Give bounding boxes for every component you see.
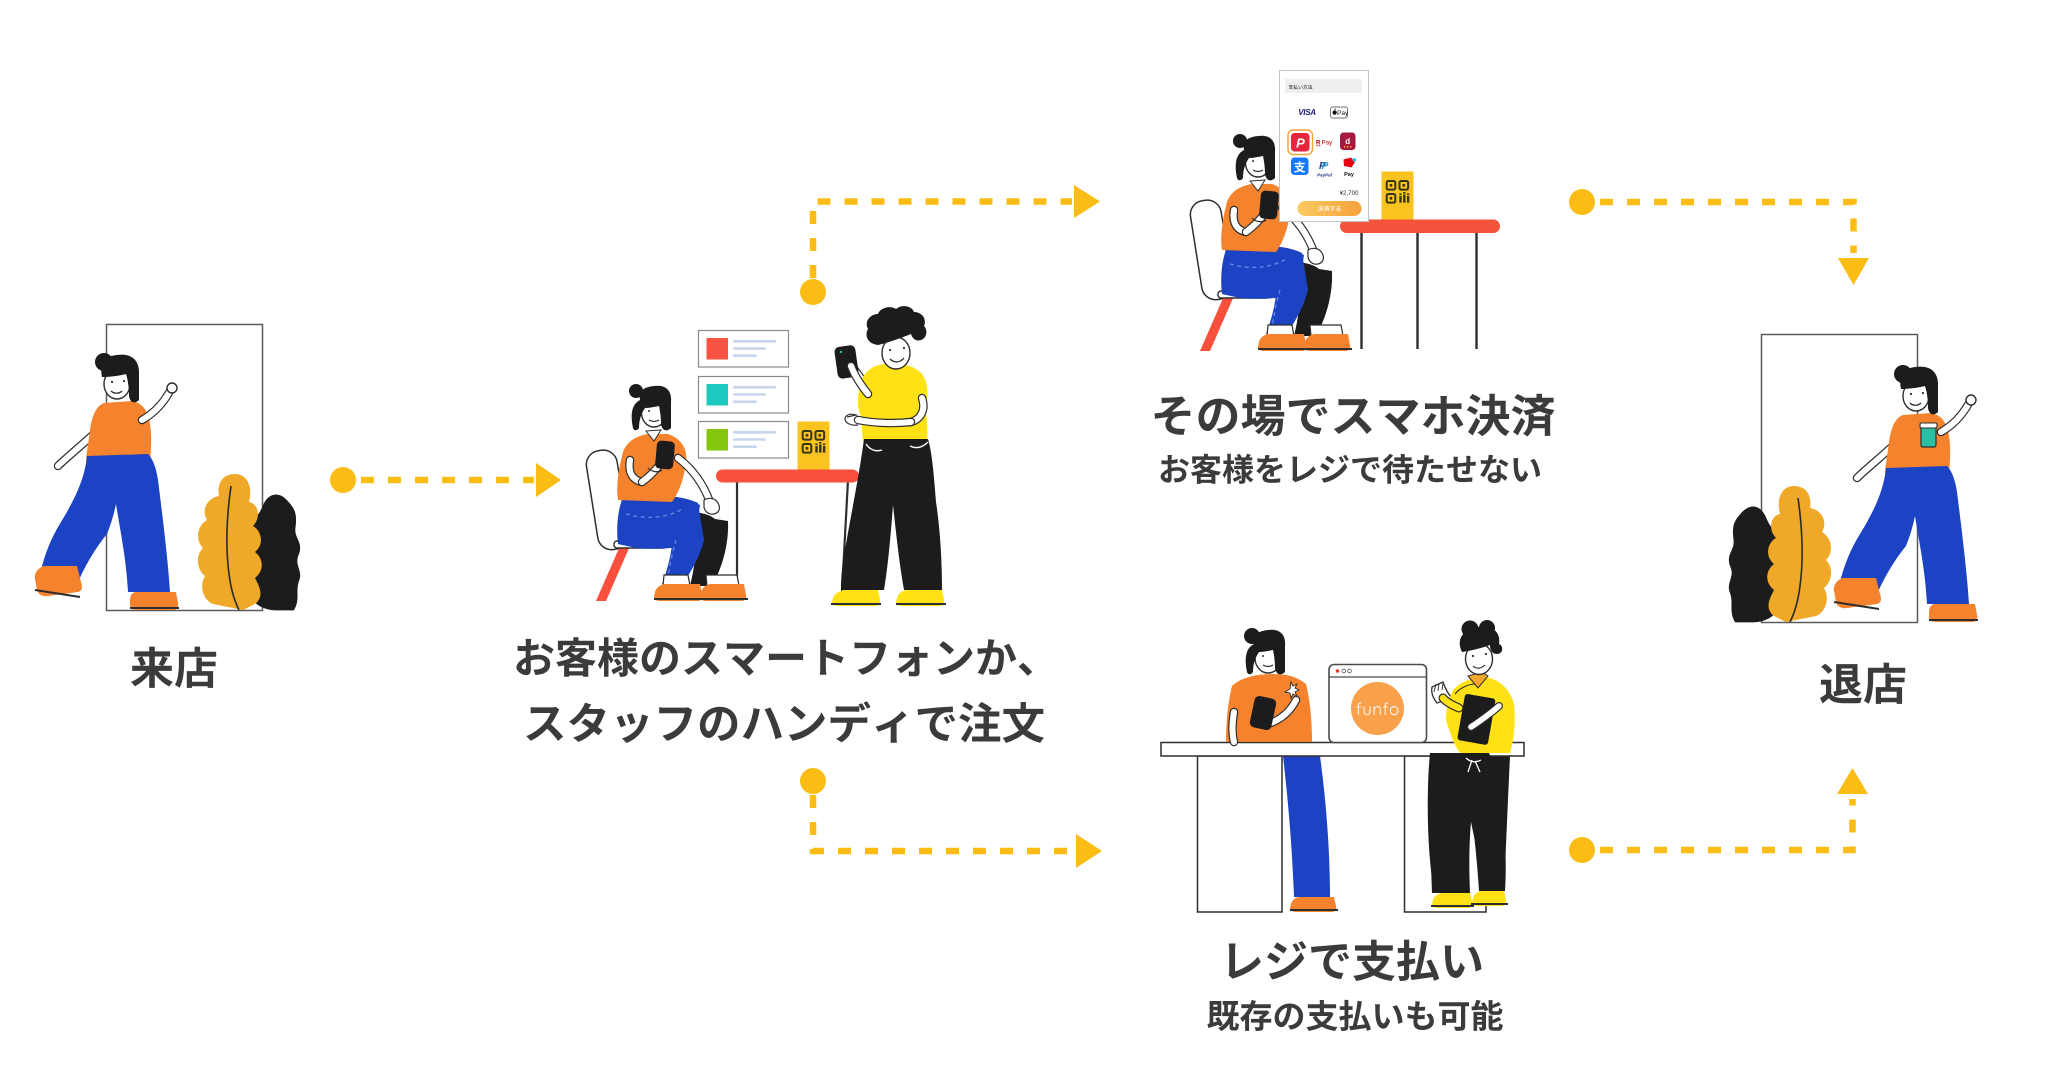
svg-text:PayPal: PayPal [1317, 173, 1333, 178]
svg-text:P: P [1319, 161, 1326, 172]
svg-text:R: R [1316, 140, 1321, 147]
svg-text:VISA: VISA [1298, 108, 1316, 117]
svg-text:P: P [1296, 136, 1305, 151]
svg-text:P: P [1322, 161, 1329, 172]
svg-text:¥2,700: ¥2,700 [1340, 190, 1359, 197]
svg-text:d: d [1345, 137, 1350, 146]
svg-text:Pay: Pay [1344, 172, 1355, 178]
svg-text:Pay: Pay [1337, 110, 1349, 117]
svg-text:Pay: Pay [1322, 140, 1334, 147]
